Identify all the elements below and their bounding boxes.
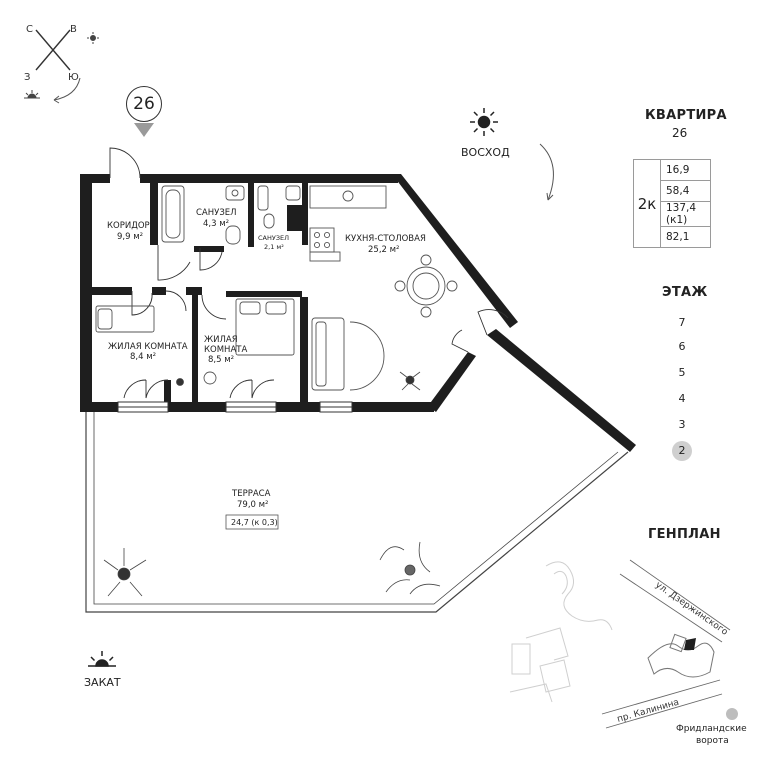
room-room2-area: 8,5 м² bbox=[208, 355, 234, 365]
compass-e: В bbox=[70, 24, 77, 35]
apartment-title: КВАРТИРА bbox=[645, 108, 727, 123]
room-bath2-name: САНУЗЕЛ bbox=[258, 234, 289, 242]
genplan-title: ГЕНПЛАН bbox=[648, 527, 721, 542]
windows bbox=[117, 401, 353, 413]
landmark-label: Фридландские bbox=[676, 724, 747, 734]
floor-item[interactable]: 4 bbox=[678, 392, 686, 405]
terrace-outline bbox=[85, 408, 629, 613]
compass-s: Ю bbox=[68, 72, 79, 83]
room-bath2-area: 2,1 м² bbox=[264, 243, 284, 251]
fixtures bbox=[95, 185, 458, 391]
plant-icons bbox=[103, 371, 441, 597]
sunset-label: ЗАКАТ bbox=[84, 676, 121, 689]
room-room1-name: ЖИЛАЯ КОМНАТА bbox=[108, 342, 188, 352]
sunset-icon bbox=[88, 651, 116, 667]
room-kitchen-area: 25,2 м² bbox=[368, 245, 399, 255]
genplan-map: ул. Дзержинского пр. Калинина bbox=[509, 559, 738, 729]
room-terrace-area: 79,0 м² bbox=[237, 500, 268, 510]
compass-sunset-icon bbox=[24, 90, 40, 99]
compass-w: З bbox=[24, 72, 30, 83]
room-room2-name: ЖИЛАЯ bbox=[204, 335, 238, 345]
landmark-label-2: ворота bbox=[696, 736, 729, 746]
exterior-walls bbox=[80, 174, 636, 452]
room-bath1-area: 4,3 м² bbox=[203, 219, 229, 229]
apartment-number: 26 bbox=[672, 126, 688, 140]
floor-item[interactable]: 7 bbox=[678, 316, 686, 329]
floor-item[interactable]: 5 bbox=[678, 366, 686, 379]
room-terrace-name: ТЕРРАСА bbox=[231, 489, 271, 499]
room-corridor-name: КОРИДОР bbox=[107, 221, 150, 231]
floor-title: ЭТАЖ bbox=[662, 285, 708, 300]
floor-item-selected[interactable]: 2 bbox=[672, 441, 692, 461]
room-kitchen-name: КУХНЯ-СТОЛОВАЯ bbox=[345, 234, 426, 244]
room-corridor-area: 9,9 м² bbox=[117, 232, 143, 242]
sunrise-label: ВОСХОД bbox=[461, 146, 510, 159]
info-value: 58,4 bbox=[660, 180, 711, 202]
entrance-arrow-icon bbox=[134, 123, 154, 137]
compass: С В З Ю bbox=[24, 24, 99, 104]
sunrise-icon bbox=[470, 108, 498, 136]
room-labels: КОРИДОР 9,9 м² САНУЗЕЛ 4,3 м² САНУЗЕЛ 2,… bbox=[107, 208, 426, 510]
interior-walls bbox=[92, 183, 308, 407]
info-value: 16,9 bbox=[660, 159, 711, 181]
sunrise-arrow bbox=[539, 143, 554, 201]
room-room1-area: 8,4 м² bbox=[130, 352, 156, 362]
floor-item[interactable]: 6 bbox=[678, 340, 686, 353]
compass-sun-icon bbox=[87, 32, 99, 44]
info-value: 82,1 bbox=[660, 226, 711, 248]
floor-item[interactable]: 3 bbox=[678, 418, 686, 431]
room-room2-name2: КОМНАТА bbox=[204, 345, 247, 355]
room-bath1-name: САНУЗЕЛ bbox=[196, 208, 237, 218]
doors bbox=[109, 147, 509, 399]
apartment-badge: 26 bbox=[126, 86, 162, 122]
street-kalinina: пр. Калинина bbox=[616, 698, 680, 725]
street-dzerzhinsky: ул. Дзержинского bbox=[653, 580, 729, 638]
compass-n: С bbox=[26, 24, 33, 35]
terrace-coef: 24,7 (к 0,3) bbox=[231, 518, 278, 527]
